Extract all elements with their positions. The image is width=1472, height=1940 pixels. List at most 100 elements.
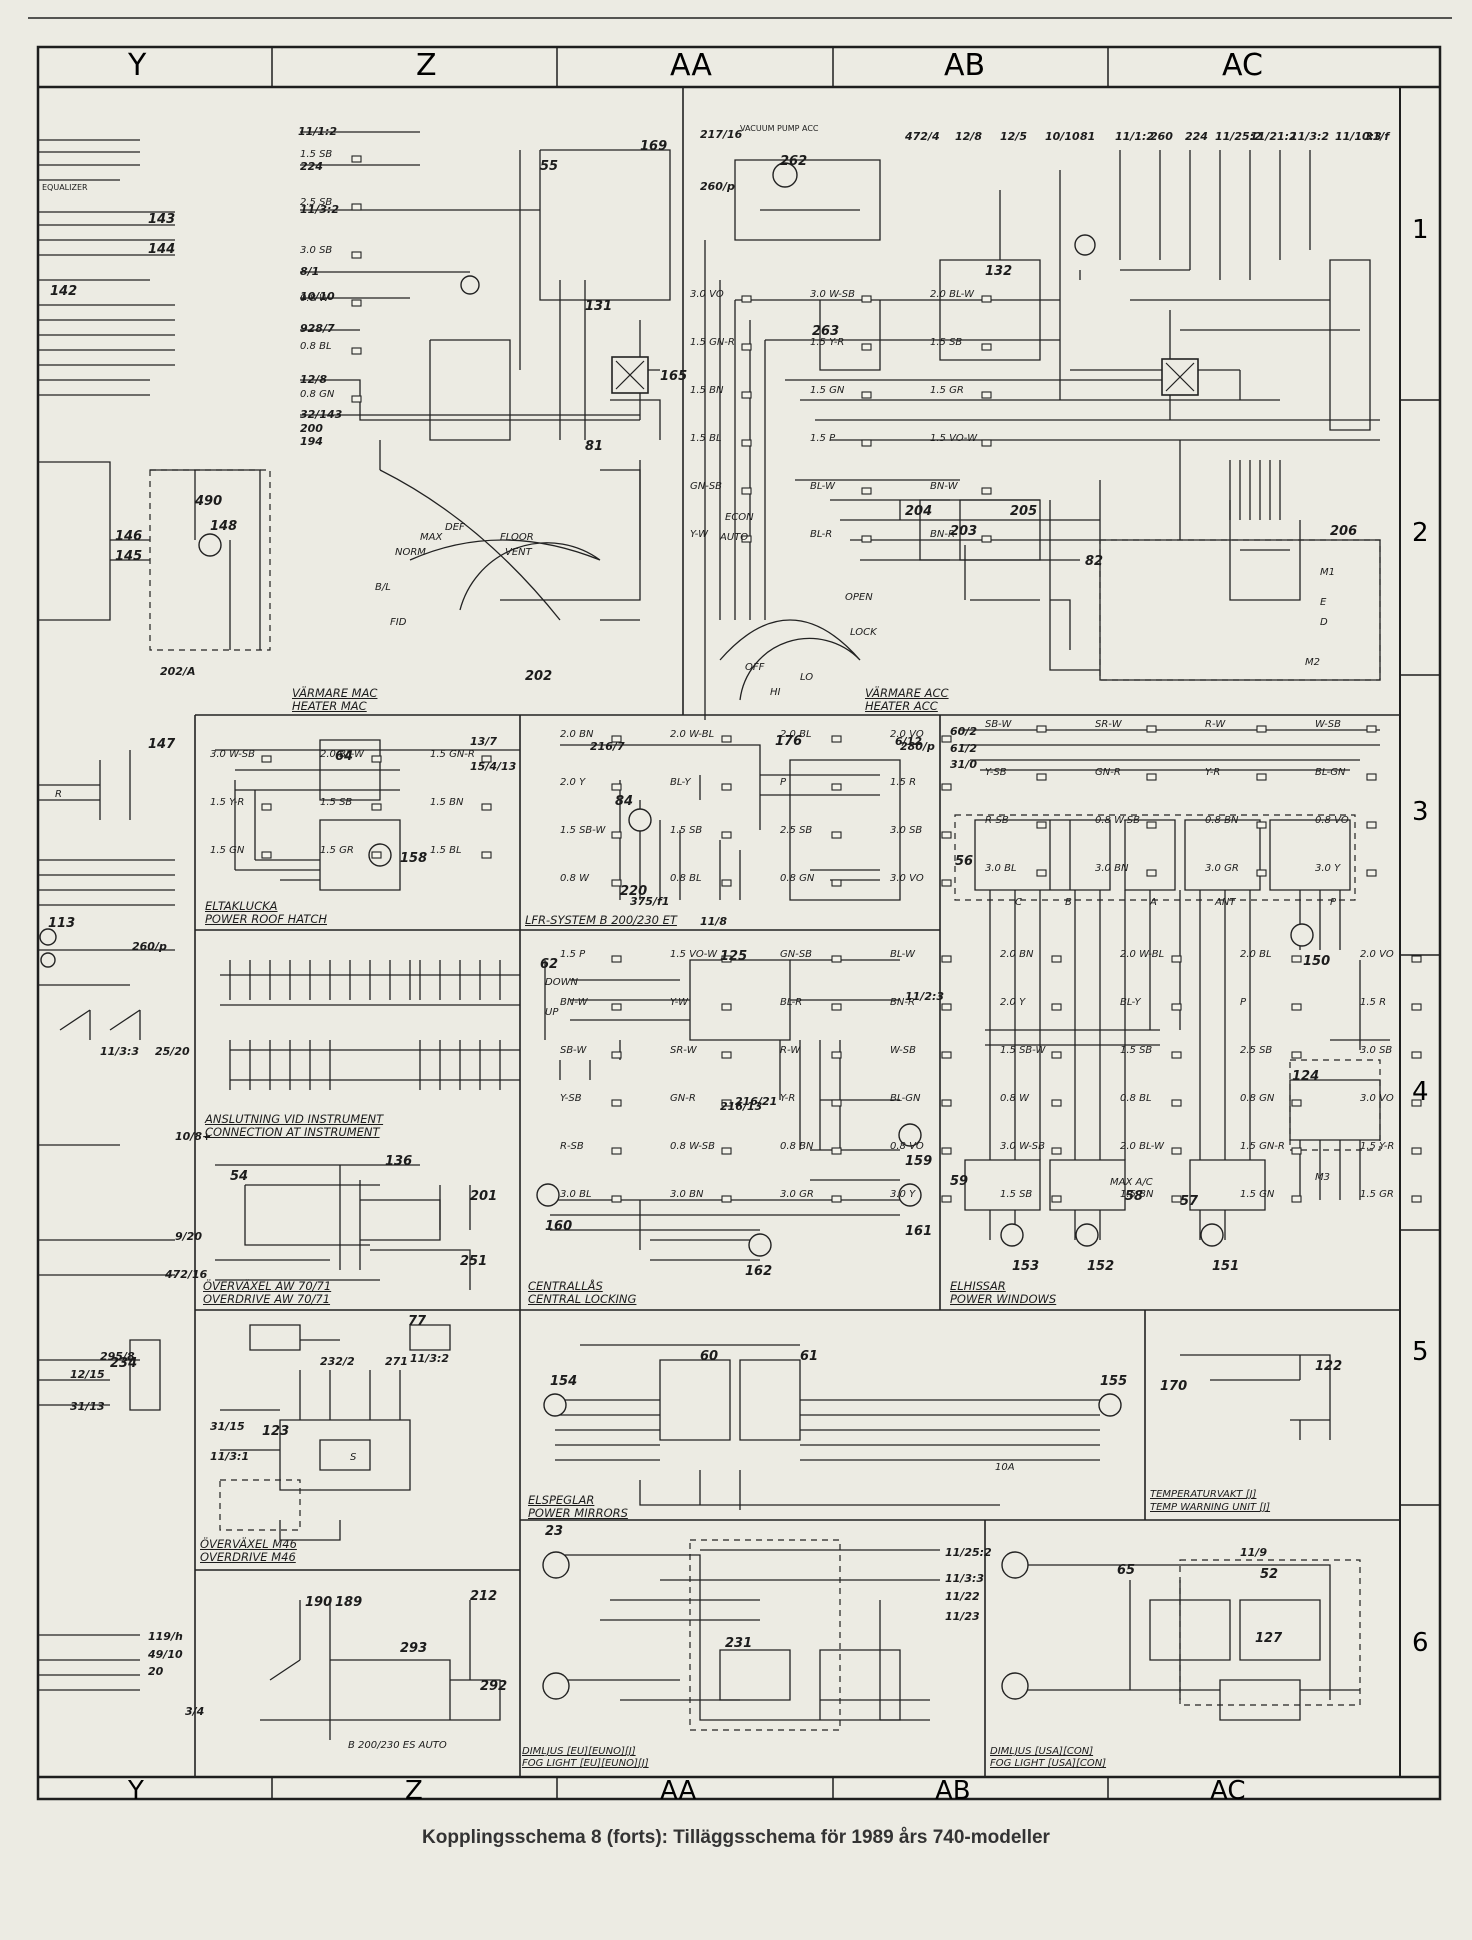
section-title-equalizer: EQUALIZER	[42, 183, 88, 192]
signal-reference: 119/h	[148, 1630, 183, 1643]
wire-label: P	[1240, 997, 1247, 1008]
connector-block	[831, 1099, 842, 1107]
component-number: 62	[540, 957, 558, 972]
wire-label: 3.0 SB	[1360, 1045, 1392, 1056]
connector-block	[1171, 1003, 1182, 1011]
signal-reference: 11/25:2	[945, 1546, 992, 1559]
connector-block	[1051, 1195, 1062, 1203]
wire-label: 3.0 BN	[1095, 863, 1129, 874]
switch-position-label: MAX A/C	[1110, 1177, 1153, 1188]
column-header: AC	[1222, 48, 1263, 83]
signal-reference: 61/2	[950, 742, 977, 755]
component-number: 52	[1260, 1567, 1278, 1582]
connector-block	[351, 395, 362, 403]
signal-reference: 32/143	[300, 408, 343, 421]
signal-reference: 13/7	[470, 735, 497, 748]
component-number: 161	[905, 1224, 932, 1239]
signal-reference: 11/3:1	[210, 1450, 249, 1463]
switch-position-label: DEF	[445, 522, 465, 533]
connector-block	[741, 391, 752, 399]
component-number: 231	[725, 1636, 752, 1651]
component-number: 81	[585, 439, 603, 454]
wire-label: BL-W	[810, 481, 836, 492]
wire-label: 3.0 Y	[1315, 863, 1341, 874]
row-number: 4	[1412, 1077, 1429, 1107]
connector-block	[941, 1051, 952, 1059]
signal-reference: 3/4	[185, 1705, 204, 1718]
wire-label: SB-W	[985, 719, 1012, 730]
wire-label: 1.5 GN-R	[430, 749, 475, 760]
signal-reference: 10/10	[300, 290, 335, 303]
connector-block	[1256, 773, 1267, 781]
connector-block	[371, 851, 382, 859]
wire-label: 1.5 Y-R	[1360, 1141, 1394, 1152]
component-number: 204	[905, 504, 932, 519]
component-number: 212	[470, 1589, 497, 1604]
connector-block	[481, 755, 492, 763]
switch-position-label: B/L	[375, 582, 391, 593]
signal-reference: 375/f1	[630, 895, 669, 908]
wire-label: R-SB	[560, 1141, 584, 1152]
wire-label: BL-Y	[670, 777, 692, 788]
connector-block	[831, 735, 842, 743]
wire-label: 1.5 BL	[690, 433, 722, 444]
wire-label: BL-W	[890, 949, 916, 960]
wire-label: 0.8 W	[560, 873, 590, 884]
component-number: 59	[950, 1174, 968, 1189]
connector-block	[831, 1195, 842, 1203]
wire-label: 1.5 SB	[300, 149, 332, 160]
connector-block	[941, 831, 952, 839]
signal-reference: 232/2	[320, 1355, 355, 1368]
wire-label: 3.0 W-SB	[810, 289, 855, 300]
wire-label: 0.8 W-SB	[670, 1141, 715, 1152]
connectors	[261, 155, 1422, 1203]
component-number: 263	[812, 324, 839, 339]
connector-block	[831, 1051, 842, 1059]
signal-reference: 11/3:3	[100, 1045, 139, 1058]
wire-label: SR-W	[1095, 719, 1123, 730]
connector-block	[981, 295, 992, 303]
connector-block	[1411, 1099, 1422, 1107]
connector-block	[721, 1195, 732, 1203]
wire-label: 1.5 VO-W	[670, 949, 718, 960]
signal-reference: 280/p	[900, 740, 935, 753]
signal-reference: 472/4	[904, 130, 940, 143]
connector-block	[1171, 1051, 1182, 1059]
connector-block	[1291, 1147, 1302, 1155]
connector-block	[1146, 725, 1157, 733]
component-number: 147	[148, 737, 176, 752]
connector-block	[611, 831, 622, 839]
connector-block	[1291, 1195, 1302, 1203]
component-number: 123	[262, 1424, 289, 1439]
component-number: 490	[194, 494, 222, 509]
signal-reference: 11/8	[700, 915, 727, 928]
wire-label: BL-Y	[1120, 997, 1142, 1008]
wire-label: 1.5 BN	[1120, 1189, 1154, 1200]
column-header: AB	[935, 1776, 971, 1806]
signal-reference: 11/3:2	[1290, 130, 1329, 143]
connector-block	[741, 343, 752, 351]
column-header: AA	[660, 1776, 697, 1806]
section-title-b200-auto: B 200/230 ES AUTO	[348, 1740, 447, 1751]
signal-reference: 216/13	[720, 1100, 763, 1113]
connector-block	[261, 755, 272, 763]
switch-position-label: UP	[545, 1007, 559, 1018]
component-number: 170	[1160, 1379, 1187, 1394]
switch-position-label: ANT	[1214, 897, 1236, 908]
wire-label: 1.5 GR	[1360, 1189, 1394, 1200]
signal-reference: 11/1:2	[1115, 130, 1154, 143]
connector-block	[741, 295, 752, 303]
signal-reference: 216/21	[735, 1095, 777, 1108]
wire-label: 3.0 SB	[300, 245, 332, 256]
connector-block	[741, 487, 752, 495]
connector-block	[861, 343, 872, 351]
connector-block	[721, 1147, 732, 1155]
connector-block	[611, 1003, 622, 1011]
component-number: 61	[800, 1349, 818, 1364]
component-number: 169	[640, 139, 667, 154]
wire-label: 3.0 BL	[985, 863, 1017, 874]
connector-block	[611, 1195, 622, 1203]
signal-reference: 200	[300, 422, 323, 435]
